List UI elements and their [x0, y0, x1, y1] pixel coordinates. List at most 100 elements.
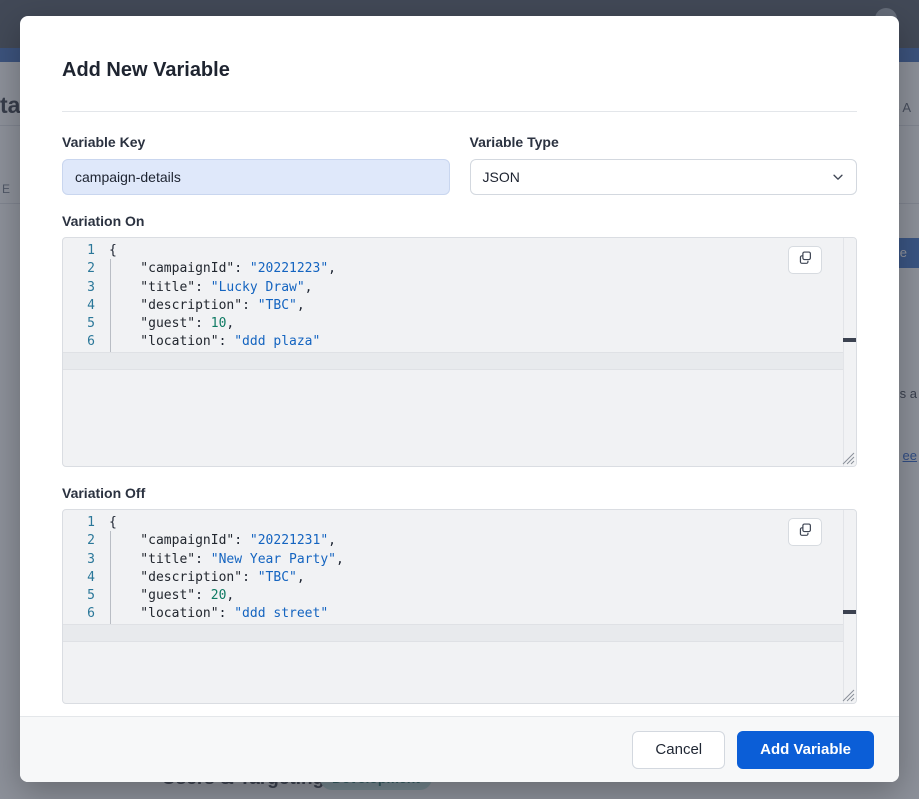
- token-str: "20221223": [249, 261, 329, 277]
- code-text[interactable]: "title": "Lucky Draw",: [105, 277, 313, 299]
- field-row: Variable Key Variable Type JSON: [62, 134, 857, 195]
- variation-off-code: 1{2 "campaignId": "20221231",3 "title": …: [63, 510, 856, 642]
- variable-type-field: Variable Type JSON: [469, 134, 857, 195]
- token-punc: ,: [296, 297, 305, 313]
- code-text[interactable]: "location": "ddd street": [105, 604, 329, 626]
- copy-button[interactable]: [788, 518, 822, 546]
- modal-body: Add New Variable Variable Key Variable T…: [20, 16, 899, 716]
- line-number: 4: [87, 569, 95, 585]
- token-key: "title": [109, 551, 196, 567]
- token-num: 20: [210, 588, 227, 604]
- code-line: 6 "location": "ddd plaza": [63, 332, 856, 354]
- line-number: 2: [87, 261, 95, 277]
- token-punc: :: [242, 297, 258, 313]
- token-punc: :: [234, 261, 250, 277]
- token-punc: :: [195, 588, 211, 604]
- add-variable-modal: Add New Variable Variable Key Variable T…: [20, 16, 899, 782]
- code-text[interactable]: "campaignId": "20221223",: [105, 259, 336, 280]
- code-text[interactable]: "description": "TBC",: [105, 295, 305, 317]
- token-str: "Lucky Draw": [210, 279, 305, 295]
- token-key: "guest": [109, 316, 196, 332]
- variation-off-label: Variation Off: [62, 485, 146, 501]
- token-punc: ,: [335, 551, 344, 567]
- code-text[interactable]: "guest": 10,: [105, 314, 235, 335]
- code-line: 3 "title": "Lucky Draw",: [63, 277, 856, 299]
- variation-on-label: Variation On: [62, 213, 145, 229]
- token-punc: :: [218, 334, 235, 350]
- token-punc: {: [109, 243, 117, 258]
- code-line: 6 "location": "ddd street": [63, 604, 856, 626]
- code-text[interactable]: "guest": 20,: [105, 586, 234, 607]
- token-key: "description": [109, 297, 243, 313]
- variable-type-select[interactable]: JSON: [469, 159, 857, 195]
- line-number: 1: [87, 243, 95, 258]
- token-str: "ddd street": [234, 606, 329, 622]
- token-punc: ,: [226, 316, 235, 332]
- code-line: 4 "description": "TBC",: [63, 295, 856, 317]
- line-number: 2: [87, 533, 95, 549]
- code-text[interactable]: "campaignId": "20221231",: [105, 531, 336, 552]
- line-number: 6: [87, 334, 95, 350]
- token-punc: :: [195, 316, 211, 332]
- code-line: 2 "campaignId": "20221231",: [63, 531, 856, 552]
- code-line: 4 "description": "TBC",: [63, 567, 856, 589]
- code-line: 1{: [63, 514, 856, 532]
- token-key: "location": [109, 334, 219, 350]
- variable-type-value[interactable]: JSON: [469, 159, 857, 195]
- title-divider: [62, 111, 857, 112]
- token-str: "New Year Party": [210, 551, 336, 567]
- code-text[interactable]: "location": "ddd plaza": [105, 332, 321, 354]
- code-text[interactable]: {: [105, 242, 117, 260]
- editor-resize-handle[interactable]: [842, 452, 855, 465]
- variable-key-label: Variable Key: [62, 134, 146, 150]
- code-text[interactable]: {: [105, 514, 117, 532]
- token-str: "TBC": [257, 297, 297, 313]
- token-punc: ,: [328, 533, 336, 549]
- variation-on-editor[interactable]: 1{2 "campaignId": "20221223",3 "title": …: [62, 237, 857, 467]
- token-key: "title": [109, 279, 196, 295]
- token-key: "campaignId": [109, 533, 235, 549]
- token-punc: :: [195, 279, 211, 295]
- active-line-highlight: [63, 624, 856, 643]
- token-punc: ,: [304, 279, 313, 295]
- token-key: "description": [109, 569, 243, 585]
- token-str: "TBC": [257, 569, 297, 585]
- code-line: 5 "guest": 20,: [63, 586, 856, 607]
- code-line: 2 "campaignId": "20221223",: [63, 259, 856, 280]
- active-line-highlight: [63, 352, 856, 371]
- token-punc: :: [195, 551, 211, 567]
- variation-off-editor[interactable]: 1{2 "campaignId": "20221231",3 "title": …: [62, 509, 857, 704]
- token-key: "location": [109, 606, 219, 622]
- variation-on-code: 1{2 "campaignId": "20221223",3 "title": …: [63, 238, 856, 370]
- token-key: "guest": [109, 588, 196, 604]
- copy-button[interactable]: [788, 246, 822, 274]
- line-number: 5: [87, 316, 95, 332]
- editor-scrollbar-track[interactable]: [843, 238, 856, 466]
- line-number: 1: [87, 515, 95, 530]
- scrollbar-thumb[interactable]: [843, 610, 856, 614]
- code-text[interactable]: "title": "New Year Party",: [105, 549, 344, 571]
- token-num: 10: [210, 316, 227, 332]
- token-key: "campaignId": [109, 261, 235, 277]
- token-str: "20221231": [249, 533, 329, 549]
- token-punc: ,: [296, 569, 305, 585]
- editor-scrollbar-track[interactable]: [843, 510, 856, 703]
- line-number: 3: [87, 551, 95, 567]
- variation-off-block: Variation Off 1{2 "campaignId": "2022123…: [62, 485, 857, 704]
- add-variable-button[interactable]: Add Variable: [737, 730, 874, 769]
- line-number: 4: [87, 297, 95, 313]
- token-punc: {: [109, 515, 117, 530]
- cancel-button[interactable]: Cancel: [632, 730, 726, 769]
- line-number: 3: [87, 279, 95, 295]
- token-str: "ddd plaza": [234, 334, 321, 350]
- scrollbar-thumb[interactable]: [843, 338, 856, 342]
- variable-key-input[interactable]: [62, 159, 450, 195]
- code-text[interactable]: "description": "TBC",: [105, 567, 305, 589]
- copy-icon: [798, 250, 813, 270]
- variable-type-label: Variable Type: [469, 134, 559, 150]
- editor-resize-handle[interactable]: [842, 689, 855, 702]
- code-line: 5 "guest": 10,: [63, 314, 856, 335]
- copy-icon: [798, 522, 813, 542]
- modal-footer: Cancel Add Variable: [20, 716, 899, 782]
- line-number: 5: [87, 588, 95, 604]
